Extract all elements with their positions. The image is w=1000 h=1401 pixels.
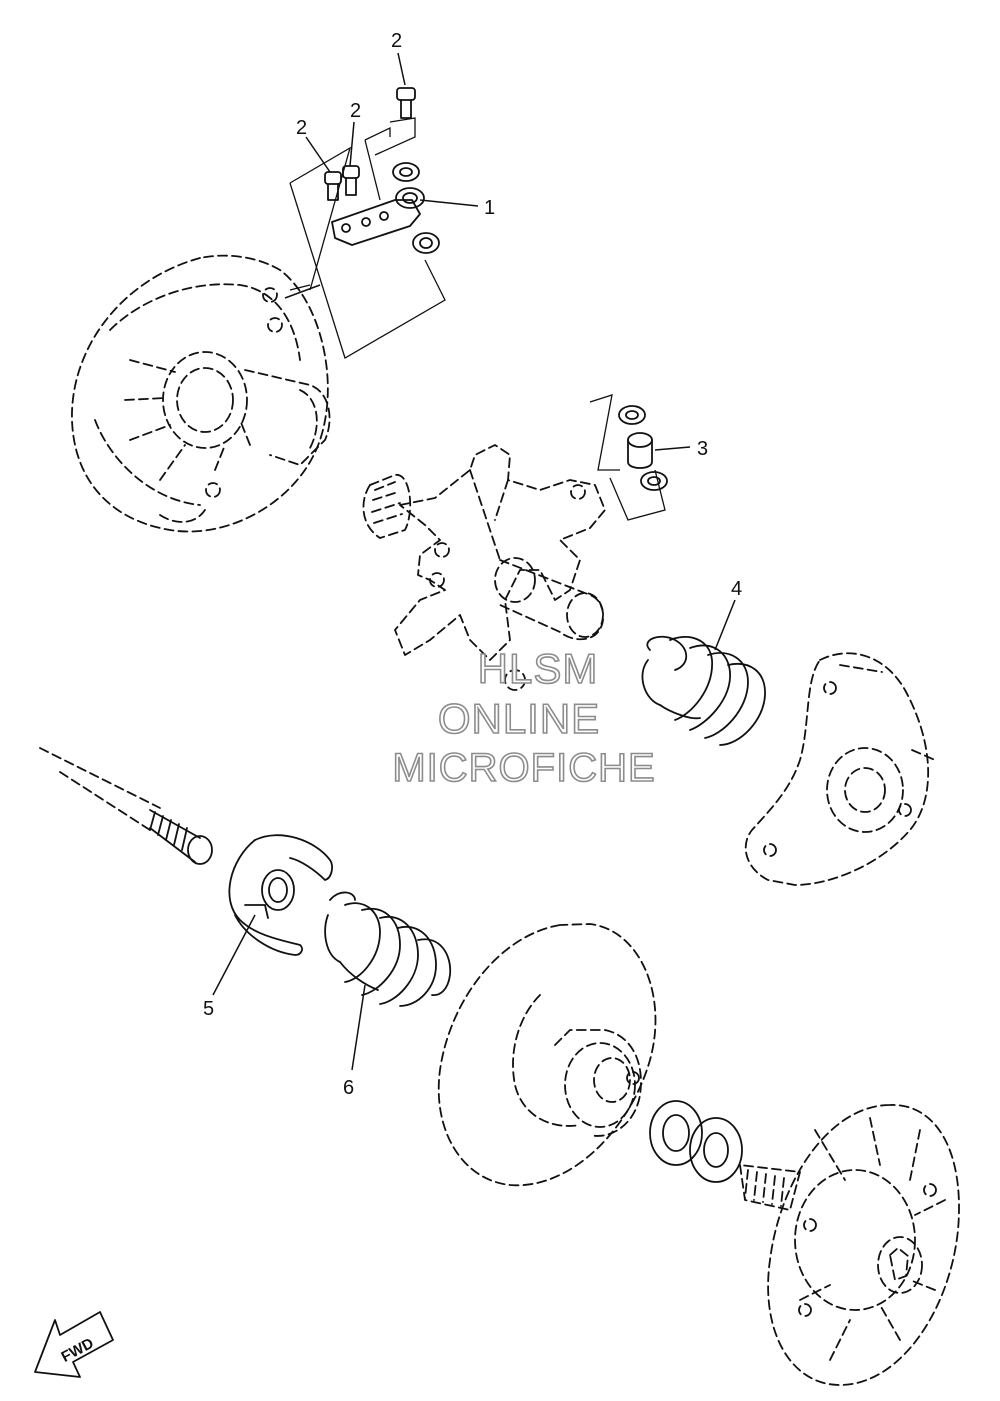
spring-6 [324,891,452,1007]
callout-labels: 2 2 2 1 3 4 5 6 [203,30,742,1099]
slider-bracket-group [289,87,446,359]
callout-1: 1 [484,197,495,219]
callout-3: 3 [697,438,708,460]
callout-5: 5 [203,998,214,1020]
spring-4 [641,635,766,746]
watermark-line-1: HLSM [477,644,599,693]
callout-2-left: 2 [296,117,307,139]
fwd-label: FWD [58,1335,96,1366]
callout-2-top: 2 [391,30,402,52]
primary-sheave [71,254,331,533]
bolt-3 [342,165,360,196]
watermark-line-2: ONLINE [437,694,601,743]
drive-shaft [39,747,213,865]
washer-pair [649,1100,743,1183]
spider [362,444,606,691]
cam-5 [228,834,333,956]
callout-4: 4 [731,578,742,600]
bushing-group [589,394,668,521]
watermark-line-3: MICROFICHE [392,745,656,791]
secondary-sheave [437,923,657,1187]
callout-2-middle: 2 [350,100,361,122]
bolt-1 [396,87,416,119]
fwd-direction-arrow: FWD [34,1311,114,1378]
bolt-2 [324,171,342,201]
callout-6: 6 [343,1077,354,1099]
fixed-sheave [739,1104,960,1386]
leader-lines [212,52,736,1071]
cover-plate [744,652,936,886]
